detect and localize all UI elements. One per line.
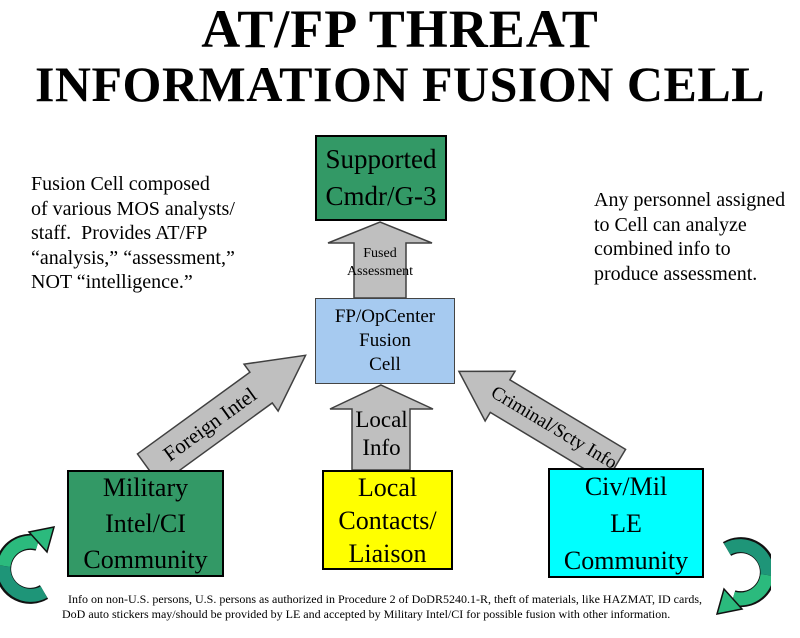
arrow-fused-assessment: Fused Assessment [327,221,433,299]
footer-note-line2: DoD auto stickers may/should be provided… [62,607,671,621]
node-military-intel-ci-community: Military Intel/CI Community [67,470,224,577]
footer-note: Info on non-U.S. persons, U.S. persons a… [0,592,800,622]
curved-arrow-right-icon [715,524,776,620]
footer-note-line1: Info on non-U.S. persons, U.S. persons a… [68,592,702,606]
curved-arrow-left-icon [0,521,56,617]
arrow-fused-assessment-label: Fused Assessment [346,246,414,279]
slide-title-line2: INFORMATION FUSION CELL [34,56,766,112]
slide-title: AT/FP THREAT INFORMATION FUSION CELL [0,0,800,110]
note-right: Any personnel assigned to Cell can analy… [594,189,786,285]
arrow-local-info: Local Info [329,384,434,471]
node-supported-cmdr: Supported Cmdr/G-3 [315,135,447,221]
note-left: Fusion Cell composed of various MOS anal… [31,173,235,293]
slide-title-line1: AT/FP THREAT [201,0,599,59]
node-fp-opcenter-fusion-cell: FP/OpCenter Fusion Cell [315,298,455,384]
node-civ-mil-le-community: Civ/Mil LE Community [548,468,704,578]
node-local-contacts-liaison: Local Contacts/ Liaison [322,470,453,570]
arrow-local-info-label: Local Info [355,407,408,460]
